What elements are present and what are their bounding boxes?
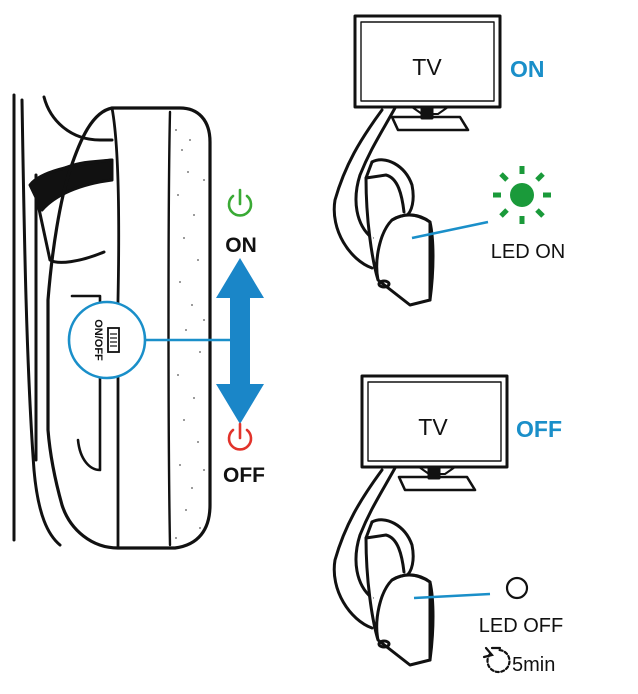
timer-label: 5min — [512, 654, 555, 676]
tv-bottom-state: OFF — [516, 416, 562, 442]
tv-top-state: ON — [510, 56, 545, 82]
switch-knob — [107, 327, 120, 353]
transmitter-stand-bottom — [332, 466, 435, 667]
led-bottom-leader — [413, 592, 491, 600]
bottom-panel: TV OFF LED OFF 5min — [332, 374, 563, 676]
top-panel: TV ON LED ON — [332, 14, 565, 307]
led-top-leader — [411, 220, 489, 240]
power-on-icon — [227, 188, 253, 217]
led-off-icon — [505, 576, 529, 600]
led-off-label: LED OFF — [479, 615, 563, 637]
led-on-label: LED ON — [491, 241, 565, 263]
headset-earcup — [12, 93, 212, 550]
tv-top-label: TV — [412, 54, 442, 80]
cushion-texture — [175, 129, 205, 539]
timer-icon — [482, 646, 511, 674]
switch-magnifier: ON/OFF — [67, 300, 240, 380]
tv-top — [353, 14, 502, 132]
tv-bottom-label: TV — [418, 414, 448, 440]
switch-label: ON/OFF — [92, 319, 104, 361]
tv-bottom — [360, 374, 509, 492]
on-label: ON — [225, 234, 257, 257]
transmitter-stand-top — [332, 106, 435, 307]
led-on-icon — [493, 166, 551, 224]
off-label: OFF — [223, 464, 265, 487]
double-arrow-icon — [216, 258, 264, 424]
power-off-icon — [227, 422, 253, 451]
